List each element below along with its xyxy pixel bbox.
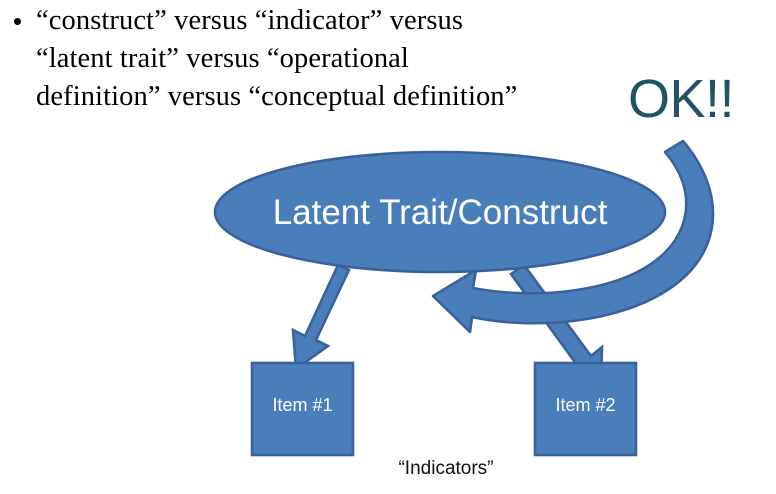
- arrow-ellipse-to-item1: [291, 263, 351, 372]
- item-box-2: Item #2: [533, 361, 638, 457]
- bullet-text: “construct” versus “indicator” versus “l…: [36, 5, 518, 112]
- latent-trait-ellipse-label: Latent Trait/Construct: [273, 193, 608, 232]
- item-box-1: Item #1: [250, 361, 355, 457]
- bullet-list-item: “construct” versus “indicator” versus “l…: [14, 2, 634, 116]
- latent-trait-ellipse: Latent Trait/Construct: [213, 150, 667, 274]
- ok-annotation-label: OK!!: [628, 69, 735, 129]
- arrow-curved-feedback: [431, 139, 715, 334]
- bullet-dot-icon: [14, 18, 21, 25]
- indicators-caption-text: “Indicators”: [398, 458, 494, 479]
- item-box-2-label: Item #2: [555, 395, 615, 415]
- indicators-caption: “Indicators”: [0, 458, 776, 480]
- item-box-1-label: Item #1: [272, 395, 332, 415]
